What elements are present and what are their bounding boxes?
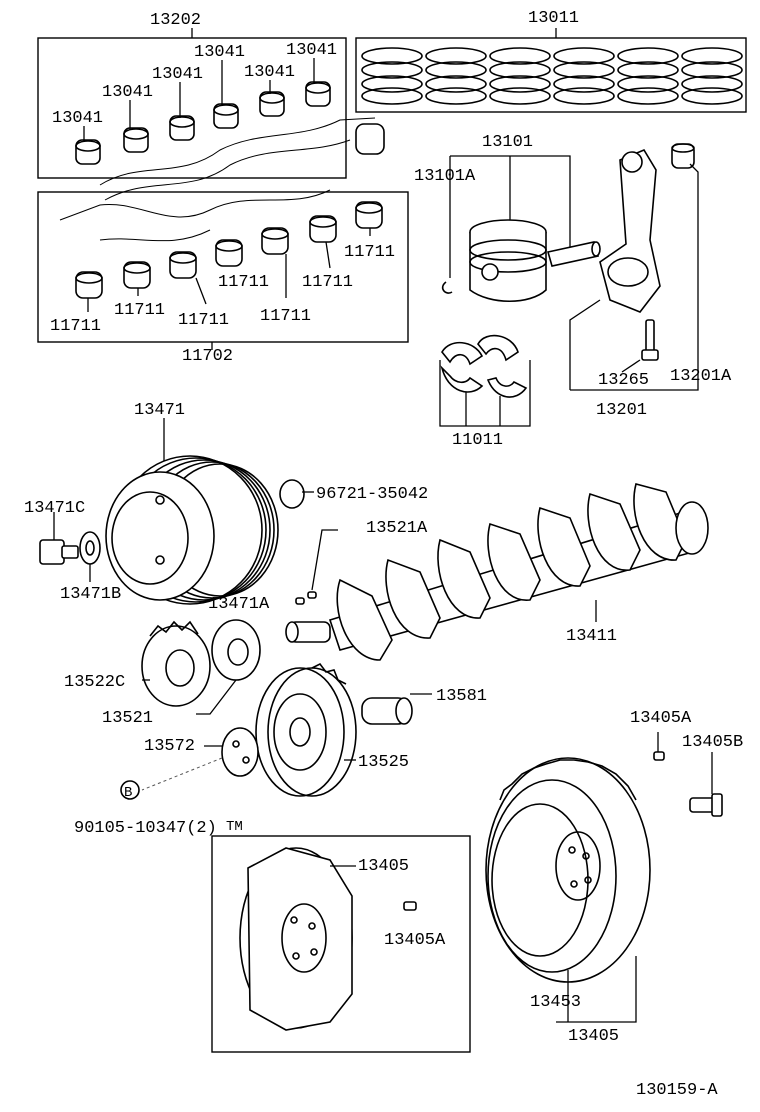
label-11711-6: 11711 [302, 273, 353, 292]
label-13471: 13471 [134, 401, 185, 420]
label-tm: TM [226, 819, 243, 835]
bearing-11711-6 [309, 215, 337, 243]
label-11011: 11011 [452, 431, 503, 450]
ring-set-5 [617, 47, 679, 105]
label-13453: 13453 [530, 993, 581, 1012]
label-13411: 13411 [566, 627, 617, 646]
bearing-13041-3 [169, 115, 195, 141]
label-13521A: 13521A [366, 519, 428, 538]
bearing-11711-7 [355, 201, 383, 229]
label-11711-3: 11711 [178, 311, 229, 330]
label-13041-3: 13041 [152, 65, 203, 84]
bearing-13041-4 [213, 103, 239, 129]
label-11702: 11702 [182, 347, 233, 366]
bearing-13041-2 [123, 127, 149, 153]
snap-ring-13101A [441, 281, 453, 294]
keys-13471A-13521A [295, 529, 338, 605]
bearing-13041-6 [305, 81, 331, 107]
label-13405A-top: 13405A [630, 709, 692, 728]
label-13265: 13265 [598, 371, 649, 390]
piston-ring-set-13011 [355, 28, 747, 113]
label-13101: 13101 [482, 133, 533, 152]
label-13041-5: 13041 [244, 63, 295, 82]
label-11711-7: 11711 [344, 243, 395, 262]
label-13522C: 13522C [64, 673, 125, 692]
crank-gear-13522C [141, 620, 211, 707]
piston-pin [546, 241, 601, 267]
piston [469, 219, 547, 303]
label-13041-1: 13041 [52, 109, 103, 128]
label-13201: 13201 [596, 401, 647, 420]
label-13581: 13581 [436, 687, 487, 706]
label-13525: 13525 [358, 753, 409, 772]
label-13201A: 13201A [670, 367, 732, 386]
drive-plate-box-13405 [211, 835, 471, 1053]
label-13471B: 13471B [60, 585, 121, 604]
bearing-11711-3 [169, 251, 197, 279]
flywheel-13453 [485, 732, 723, 1023]
bearing-11711-5 [261, 227, 289, 255]
label-13405-box: 13405 [358, 857, 409, 876]
label-11711-1: 11711 [50, 317, 101, 336]
label-13041-4: 13041 [194, 43, 245, 62]
rod-bolt-13265 [641, 319, 659, 361]
bearing-13041-5 [259, 91, 285, 117]
sprocket-13521 [196, 619, 261, 715]
ring-set-3 [489, 47, 551, 105]
label-13405B: 13405B [682, 733, 743, 752]
label-13471C: 13471C [24, 499, 85, 518]
label-13202: 13202 [150, 11, 201, 30]
bearing-set-11702 [37, 189, 409, 350]
bolt-13581 [361, 693, 432, 725]
label-13041-2: 13041 [102, 83, 153, 102]
pulley-bolt-13471C [39, 512, 79, 565]
ring-set-4 [553, 47, 615, 105]
bearing-11711-1 [75, 271, 103, 299]
label-13041-6: 13041 [286, 41, 337, 60]
label-90105: 90105-10347(2) [74, 819, 217, 838]
label-13521: 13521 [102, 709, 153, 728]
bearing-11711-2 [123, 261, 151, 289]
pulley-washer-13471B [79, 531, 101, 582]
ring-set-2 [425, 47, 487, 105]
connecting-rod-13201 [569, 143, 699, 391]
o-ring-96721 [279, 479, 305, 509]
label-13572: 13572 [144, 737, 195, 756]
label-96721: 96721-35042 [316, 485, 428, 504]
plate-13572 [141, 727, 259, 791]
ring-set-6 [681, 47, 743, 105]
label-13011: 13011 [528, 9, 579, 28]
bearing-set-13202 [37, 28, 385, 201]
crankshaft-13411 [285, 483, 709, 661]
svg-text:B: B [124, 785, 132, 801]
rod-bushing [671, 143, 695, 169]
illustration-code: 130159-A [636, 1081, 718, 1100]
piston-assembly-13101 [441, 155, 601, 303]
crank-pulley-13471 [105, 418, 314, 605]
timing-pulley-13525 [255, 662, 357, 797]
label-11711-5: 11711 [260, 307, 311, 326]
rod-bearing-11011 [439, 334, 531, 427]
label-11711-4: 11711 [218, 273, 269, 292]
pin-13405A-top [653, 751, 665, 761]
bearing-13041-1 [75, 139, 101, 165]
bolt-13405B [689, 752, 723, 817]
bearing-11711-4 [215, 239, 243, 267]
label-13405A-box: 13405A [384, 931, 446, 950]
reference-circle-b: B [120, 780, 140, 801]
label-11711-2: 11711 [114, 301, 165, 320]
pin-13405A-box [403, 901, 417, 911]
ring-set-1 [361, 47, 423, 105]
label-13101A: 13101A [414, 167, 476, 186]
label-13405-bottom: 13405 [568, 1027, 619, 1046]
label-13471A: 13471A [208, 595, 270, 614]
